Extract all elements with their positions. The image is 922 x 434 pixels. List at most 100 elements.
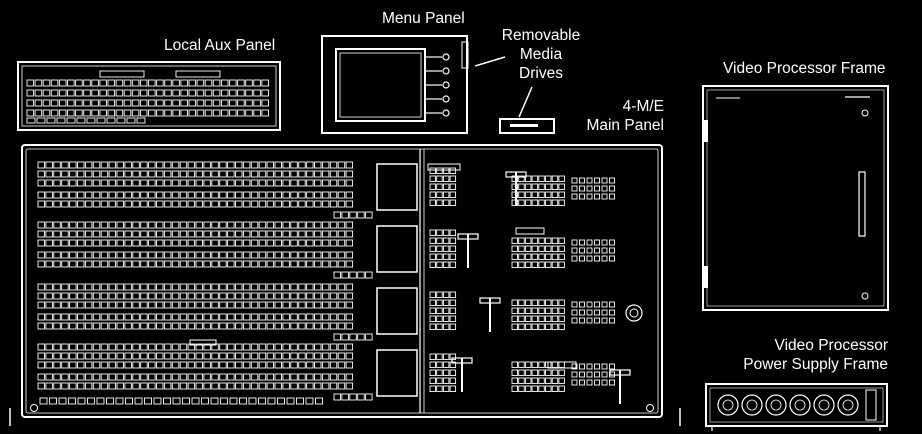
me-button bbox=[219, 382, 227, 390]
me-button bbox=[227, 179, 235, 187]
me-button bbox=[45, 161, 53, 169]
me-button bbox=[163, 200, 172, 208]
me-button bbox=[341, 333, 349, 341]
me-button bbox=[329, 170, 338, 178]
effects-button bbox=[594, 185, 600, 192]
me-button bbox=[235, 161, 243, 169]
me-button bbox=[132, 343, 140, 351]
me-button bbox=[92, 313, 101, 321]
aux-button bbox=[204, 89, 213, 97]
me-button bbox=[108, 191, 117, 199]
me-button bbox=[132, 361, 140, 369]
me-button bbox=[314, 170, 322, 178]
aux-button bbox=[50, 79, 59, 87]
effects-button bbox=[442, 199, 450, 206]
me-button bbox=[266, 230, 275, 238]
me-button bbox=[45, 191, 53, 199]
me-button bbox=[132, 260, 140, 268]
me-button bbox=[92, 283, 101, 291]
aux-button bbox=[75, 89, 83, 97]
effects-button bbox=[579, 309, 585, 316]
effects-button bbox=[586, 363, 593, 370]
me-button bbox=[156, 382, 164, 390]
me-button bbox=[321, 179, 330, 187]
effects-button bbox=[442, 315, 450, 322]
aux-button bbox=[91, 109, 99, 117]
status-display bbox=[547, 361, 577, 369]
me-button bbox=[258, 382, 267, 390]
effects-button bbox=[609, 177, 615, 184]
me-button bbox=[203, 343, 211, 351]
effects-button bbox=[518, 299, 525, 306]
me-button bbox=[250, 161, 259, 169]
effects-button bbox=[436, 237, 443, 244]
effects-button bbox=[594, 309, 600, 316]
aux-button bbox=[75, 109, 83, 117]
effects-button bbox=[511, 377, 518, 384]
me-button bbox=[258, 230, 267, 238]
me-button bbox=[290, 322, 298, 330]
effects-button bbox=[551, 245, 559, 252]
aux-button bbox=[212, 79, 221, 87]
me-button bbox=[314, 200, 322, 208]
me-button bbox=[92, 382, 101, 390]
effects-button bbox=[579, 301, 585, 308]
me-button bbox=[290, 221, 298, 229]
me-button bbox=[84, 373, 93, 381]
effects-button bbox=[531, 323, 539, 330]
effects-button bbox=[609, 379, 615, 386]
me-button bbox=[282, 322, 290, 330]
me-button bbox=[179, 352, 188, 360]
me-button bbox=[61, 283, 69, 291]
me-button bbox=[227, 313, 235, 321]
effects-button bbox=[586, 255, 593, 262]
me-button bbox=[140, 343, 148, 351]
me-button bbox=[163, 170, 172, 178]
effects-button bbox=[449, 291, 457, 298]
me-button bbox=[156, 283, 164, 291]
aux-button bbox=[139, 79, 148, 87]
me-button bbox=[274, 170, 282, 178]
me-button bbox=[321, 230, 330, 238]
me-button bbox=[341, 271, 349, 279]
me-button bbox=[156, 191, 164, 199]
me-button bbox=[195, 301, 203, 309]
me-button bbox=[179, 313, 188, 321]
aux-button bbox=[106, 117, 116, 124]
aux-button bbox=[253, 79, 261, 87]
me-button bbox=[140, 361, 148, 369]
effects-button bbox=[551, 175, 559, 182]
effects-button bbox=[551, 183, 559, 190]
me-button bbox=[187, 191, 196, 199]
aux-button bbox=[237, 89, 245, 97]
me-button bbox=[345, 191, 354, 199]
status-display bbox=[427, 163, 461, 171]
me-button bbox=[61, 301, 69, 309]
effects-button bbox=[518, 377, 525, 384]
me-button bbox=[345, 239, 354, 247]
me-button bbox=[219, 221, 227, 229]
me-button bbox=[258, 352, 267, 360]
me-button bbox=[163, 313, 172, 321]
me-button bbox=[124, 283, 132, 291]
menu-panel-drawing bbox=[321, 35, 506, 134]
me-button bbox=[77, 161, 85, 169]
me-button bbox=[306, 313, 314, 321]
me-button bbox=[68, 397, 76, 405]
me-button bbox=[211, 283, 219, 291]
effects-button bbox=[531, 253, 539, 260]
me-button bbox=[227, 251, 235, 259]
me-button bbox=[61, 313, 69, 321]
effects-button bbox=[518, 199, 525, 206]
status-display bbox=[189, 339, 217, 346]
me-button bbox=[290, 251, 298, 259]
me-button bbox=[227, 352, 235, 360]
aux-button bbox=[136, 117, 146, 124]
me-button bbox=[250, 382, 259, 390]
me-button bbox=[156, 260, 164, 268]
me-button bbox=[163, 179, 172, 187]
me-button bbox=[290, 283, 298, 291]
effects-button bbox=[518, 307, 525, 314]
me-button bbox=[242, 382, 251, 390]
aux-button bbox=[220, 109, 229, 117]
